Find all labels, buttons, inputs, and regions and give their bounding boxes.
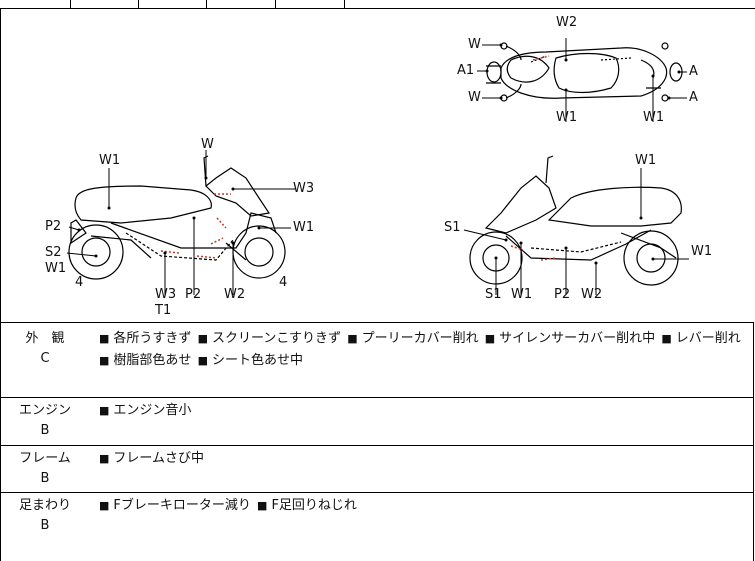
damage-marks: [160, 55, 557, 261]
diagram-label: P2: [554, 287, 571, 302]
diagram-label: 4: [75, 275, 84, 290]
category-name: 外 観: [25, 331, 65, 346]
diagram-label: T1: [155, 303, 172, 318]
diagram-label: W: [468, 37, 481, 52]
inspection-row-engine: エンジン B ■エンジン音小: [0, 397, 754, 445]
category-grade: B: [40, 518, 50, 533]
bullet-icon: ■: [484, 332, 496, 345]
bullet-icon: ■: [197, 354, 208, 367]
bullet-icon: ■: [99, 332, 110, 345]
item: Fブレーキローター減り: [113, 498, 251, 513]
bullet-icon: ■: [197, 332, 208, 345]
bullet-icon: ■: [347, 332, 358, 345]
diagram-label: S2: [45, 245, 62, 260]
scooter-drawings: [66, 38, 689, 295]
diagram-label: W3: [293, 181, 315, 196]
item-list: ■Fブレーキローター減り ■F足回りねじれ: [97, 495, 747, 517]
category-grade: B: [40, 471, 50, 486]
diagram-label: S1: [444, 220, 461, 235]
diagram-label: S1: [485, 287, 502, 302]
diagram-label: W1: [45, 261, 67, 276]
diagram-label: P2: [185, 287, 202, 302]
diagram-label: W1: [511, 287, 533, 302]
category-name: フレーム: [19, 451, 71, 466]
bullet-icon: ■: [257, 499, 268, 512]
diagram-label: W2: [224, 287, 246, 302]
item-list: ■フレームさび中: [97, 448, 747, 470]
bullet-icon: ■: [99, 354, 110, 367]
leader-dots: [77, 43, 681, 265]
strip-divider: [70, 0, 71, 8]
bullet-icon: ■: [99, 499, 110, 512]
item: フレームさび中: [113, 451, 205, 466]
diagram-label: A: [689, 64, 698, 79]
item-list: ■エンジン音小: [97, 400, 747, 422]
right-view-scooter: [469, 155, 682, 286]
leader-lines: [66, 38, 689, 295]
strip-divider: [344, 0, 345, 8]
item: レバー削れ: [675, 331, 741, 346]
diagram-label: W: [468, 90, 481, 105]
left-view-scooter: [68, 155, 286, 280]
category-cell: エンジン B: [1, 401, 89, 441]
item-list: ■各所うすきず ■スクリーンこすりきず ■プーリーカバー削れ ■サイレンサーカバ…: [97, 328, 747, 372]
diagram-label: 4: [279, 275, 288, 290]
item: プーリーカバー削れ: [361, 331, 479, 346]
diagram-label: W1: [643, 110, 665, 125]
diagram-label: W1: [635, 153, 657, 168]
category-cell: フレーム B: [1, 449, 89, 489]
item: エンジン音小: [113, 403, 192, 418]
category-grade: B: [40, 423, 50, 438]
inspection-row-suspension: 足まわり B ■Fブレーキローター減り ■F足回りねじれ: [0, 492, 754, 561]
diagram-label: W2: [581, 287, 603, 302]
bullet-icon: ■: [99, 452, 110, 465]
diagram-label: A: [689, 90, 698, 105]
diagram-label: W: [201, 137, 214, 152]
category-cell: 外 観 C: [1, 329, 89, 369]
item: 各所うすきず: [113, 331, 192, 346]
diagram-label: W3: [155, 287, 177, 302]
category-grade: C: [40, 351, 50, 366]
diagram-label: A1: [457, 63, 475, 78]
diagram-label: W1: [691, 244, 713, 259]
inspection-row-frame: フレーム B ■フレームさび中: [0, 445, 754, 492]
inspection-row-exterior: 外 観 C ■各所うすきず ■スクリーンこすりきず ■プーリーカバー削れ ■サイ…: [0, 322, 754, 397]
category-name: エンジン: [18, 403, 71, 418]
strip-divider: [275, 0, 276, 8]
diagram-label: W1: [99, 153, 121, 168]
damage-diagram: W2 W A1 W W1 W1 A A W W1 W3 P2 W1 S2 W1 …: [0, 8, 755, 322]
diagram-label: W2: [556, 15, 578, 30]
item: F足回りねじれ: [271, 498, 357, 513]
category-name: 足まわり: [18, 498, 71, 513]
item: サイレンサーカバー削れ中: [499, 331, 656, 346]
item: スクリーンこすりきず: [211, 331, 342, 346]
top-table-strip: [0, 0, 755, 9]
diagram-label: W1: [556, 110, 578, 125]
diagram-label: W1: [293, 220, 315, 235]
diagram-label: P2: [45, 219, 62, 234]
category-cell: 足まわり B: [1, 496, 89, 536]
bullet-icon: ■: [99, 404, 110, 417]
strip-divider: [206, 0, 207, 8]
bullet-icon: ■: [661, 332, 672, 345]
strip-divider: [138, 0, 139, 8]
item: 樹脂部色あせ: [113, 353, 192, 368]
item: シート色あせ中: [211, 353, 303, 368]
